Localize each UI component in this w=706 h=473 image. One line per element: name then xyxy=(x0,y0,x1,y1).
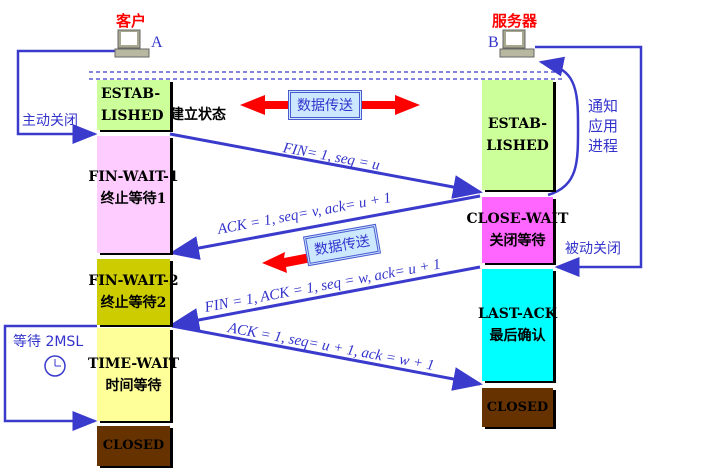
dashed-separator xyxy=(89,71,562,80)
client-host-label: A xyxy=(151,34,163,51)
server-state-established: ESTAB- LISHED xyxy=(482,80,553,190)
fin-message-arrow xyxy=(169,132,483,199)
established-note: 建立状态 xyxy=(170,107,226,123)
state-line: CLOSED xyxy=(102,438,165,453)
wait-2msl-arrow xyxy=(3,324,98,431)
client-computer-icon xyxy=(114,29,150,58)
notify-app-label: 通知 应用 进程 xyxy=(588,96,618,156)
data-transfer-label: 数据传送 xyxy=(288,90,362,120)
state-line: 最后确认 xyxy=(489,328,546,344)
active-close-label: 主动关闭 xyxy=(22,113,78,129)
client-state-established: ESTAB- LISHED xyxy=(97,80,170,130)
state-line: FIN-WAIT-1 xyxy=(88,169,179,185)
clock-icon xyxy=(44,355,66,377)
state-line: LAST-ACK xyxy=(478,306,557,322)
fin-ack-message-arrow xyxy=(169,265,481,332)
server-title: 服务器 xyxy=(492,12,538,30)
state-line: 关闭等待 xyxy=(489,233,546,249)
state-line: LISHED xyxy=(101,108,164,124)
client-title: 客户 xyxy=(116,12,147,30)
wait-2msl-label: 等待 2MSL xyxy=(13,334,84,350)
data-transfer-left-arrow xyxy=(262,252,312,273)
server-computer-icon xyxy=(499,29,535,58)
client-state-closed: CLOSED xyxy=(97,426,170,466)
state-line: 终止等待1 xyxy=(100,191,167,207)
server-state-close-wait: CLOSE-WAIT 关闭等待 xyxy=(467,197,568,263)
ack-message-arrow xyxy=(169,194,481,260)
state-line: TIME-WAIT xyxy=(87,355,180,372)
state-line: ESTAB- xyxy=(101,86,161,102)
state-line: ESTAB- xyxy=(487,116,548,132)
state-line: FIN-WAIT-2 xyxy=(88,273,179,289)
state-line: LISHED xyxy=(486,138,549,154)
active-close-arrow xyxy=(16,49,115,144)
state-line: CLOSED xyxy=(486,399,549,415)
final-ack-message-arrow xyxy=(171,324,483,391)
server-state-closed: CLOSED xyxy=(482,388,553,427)
notify-line: 进程 xyxy=(588,137,619,155)
passive-close-arrow xyxy=(535,45,643,277)
server-host-label: B xyxy=(488,34,499,51)
client-state-fin-wait-2: FIN-WAIT-2 终止等待2 xyxy=(88,259,179,325)
server-state-last-ack: LAST-ACK 最后确认 xyxy=(478,269,557,381)
state-line: 终止等待2 xyxy=(100,295,167,311)
state-line: CLOSE-WAIT xyxy=(466,211,569,227)
client-state-time-wait: TIME-WAIT 时间等待 xyxy=(88,328,179,421)
notify-app-arrow xyxy=(538,56,580,197)
passive-close-label: 被动关闭 xyxy=(565,241,621,257)
notify-line: 通知 xyxy=(588,97,619,115)
client-state-fin-wait-1: FIN-WAIT-1 终止等待1 xyxy=(88,136,179,253)
state-line: 时间等待 xyxy=(105,377,162,394)
notify-line: 应用 xyxy=(588,117,619,135)
